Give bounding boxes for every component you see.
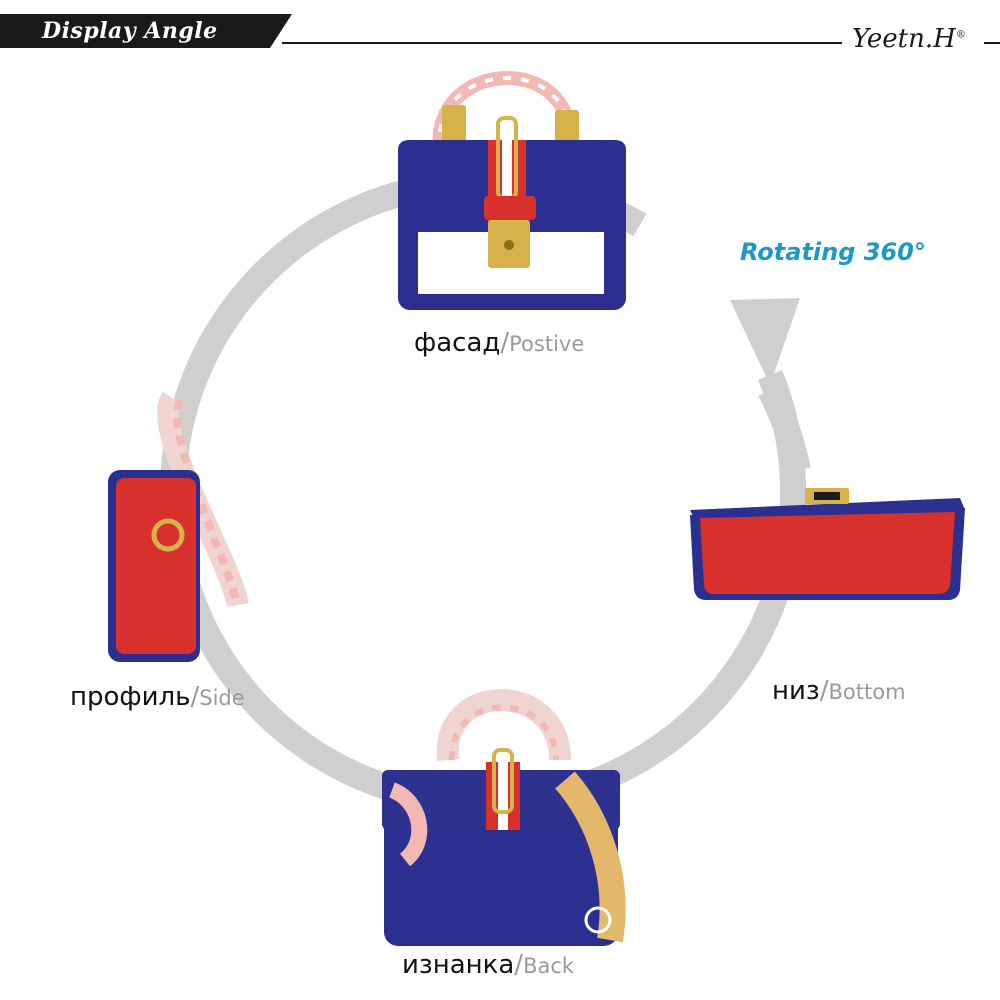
header-title: Display Angle [42, 18, 218, 44]
header-divider-right [984, 42, 1000, 44]
label-back-en: Back [523, 954, 575, 978]
label-side-ru: профиль [70, 682, 191, 712]
label-bottom-en: Bottom [828, 680, 906, 704]
label-front-ru: фасад [414, 328, 501, 358]
label-bottom: низ/Bottom [772, 676, 906, 706]
brand-name: Yeetn.H [852, 24, 956, 54]
label-side-sep: / [190, 682, 200, 712]
header-tag [0, 14, 292, 48]
label-back: изнанка/Back [402, 950, 574, 980]
label-bottom-ru: низ [772, 676, 820, 706]
brand-mark: ® [955, 29, 966, 41]
label-back-sep: / [514, 950, 524, 980]
label-side-en: Side [199, 686, 245, 710]
rotating-label: Rotating 360° [740, 238, 926, 266]
label-bottom-sep: / [819, 676, 829, 706]
label-front-en: Postive [509, 332, 585, 356]
header-divider [282, 42, 842, 44]
label-back-ru: изнанка [402, 950, 515, 980]
brand-logo: Yeetn.H® [852, 24, 966, 54]
label-front-sep: / [500, 328, 510, 358]
label-front: фасад/Postive [414, 328, 584, 358]
rotation-arrowhead [730, 298, 800, 385]
label-side: профиль/Side [70, 682, 245, 712]
